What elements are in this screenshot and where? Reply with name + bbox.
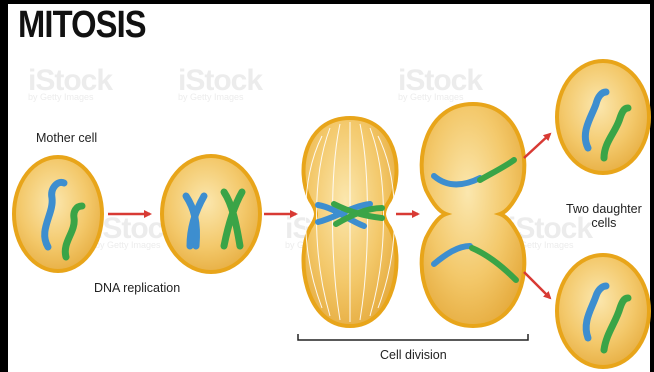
label-two-daughter-line2: cells <box>566 216 642 230</box>
replicated-cell <box>162 156 260 272</box>
daughter-cell-bottom <box>557 255 649 367</box>
cell-division-bracket <box>298 334 528 340</box>
daughter-cell-top <box>557 61 649 173</box>
label-two-daughter-cells: Two daughter cells <box>566 202 642 230</box>
label-dna-replication: DNA replication <box>94 281 180 295</box>
label-two-daughter-line1: Two daughter <box>566 202 642 216</box>
mother-cell <box>14 157 102 271</box>
arrow <box>524 134 550 158</box>
dividing-cell <box>422 104 525 326</box>
label-mother-cell: Mother cell <box>36 131 97 145</box>
label-cell-division: Cell division <box>380 348 447 362</box>
page-title: MITOSIS <box>18 4 146 47</box>
arrow <box>524 272 550 298</box>
metaphase-cell <box>303 118 396 326</box>
